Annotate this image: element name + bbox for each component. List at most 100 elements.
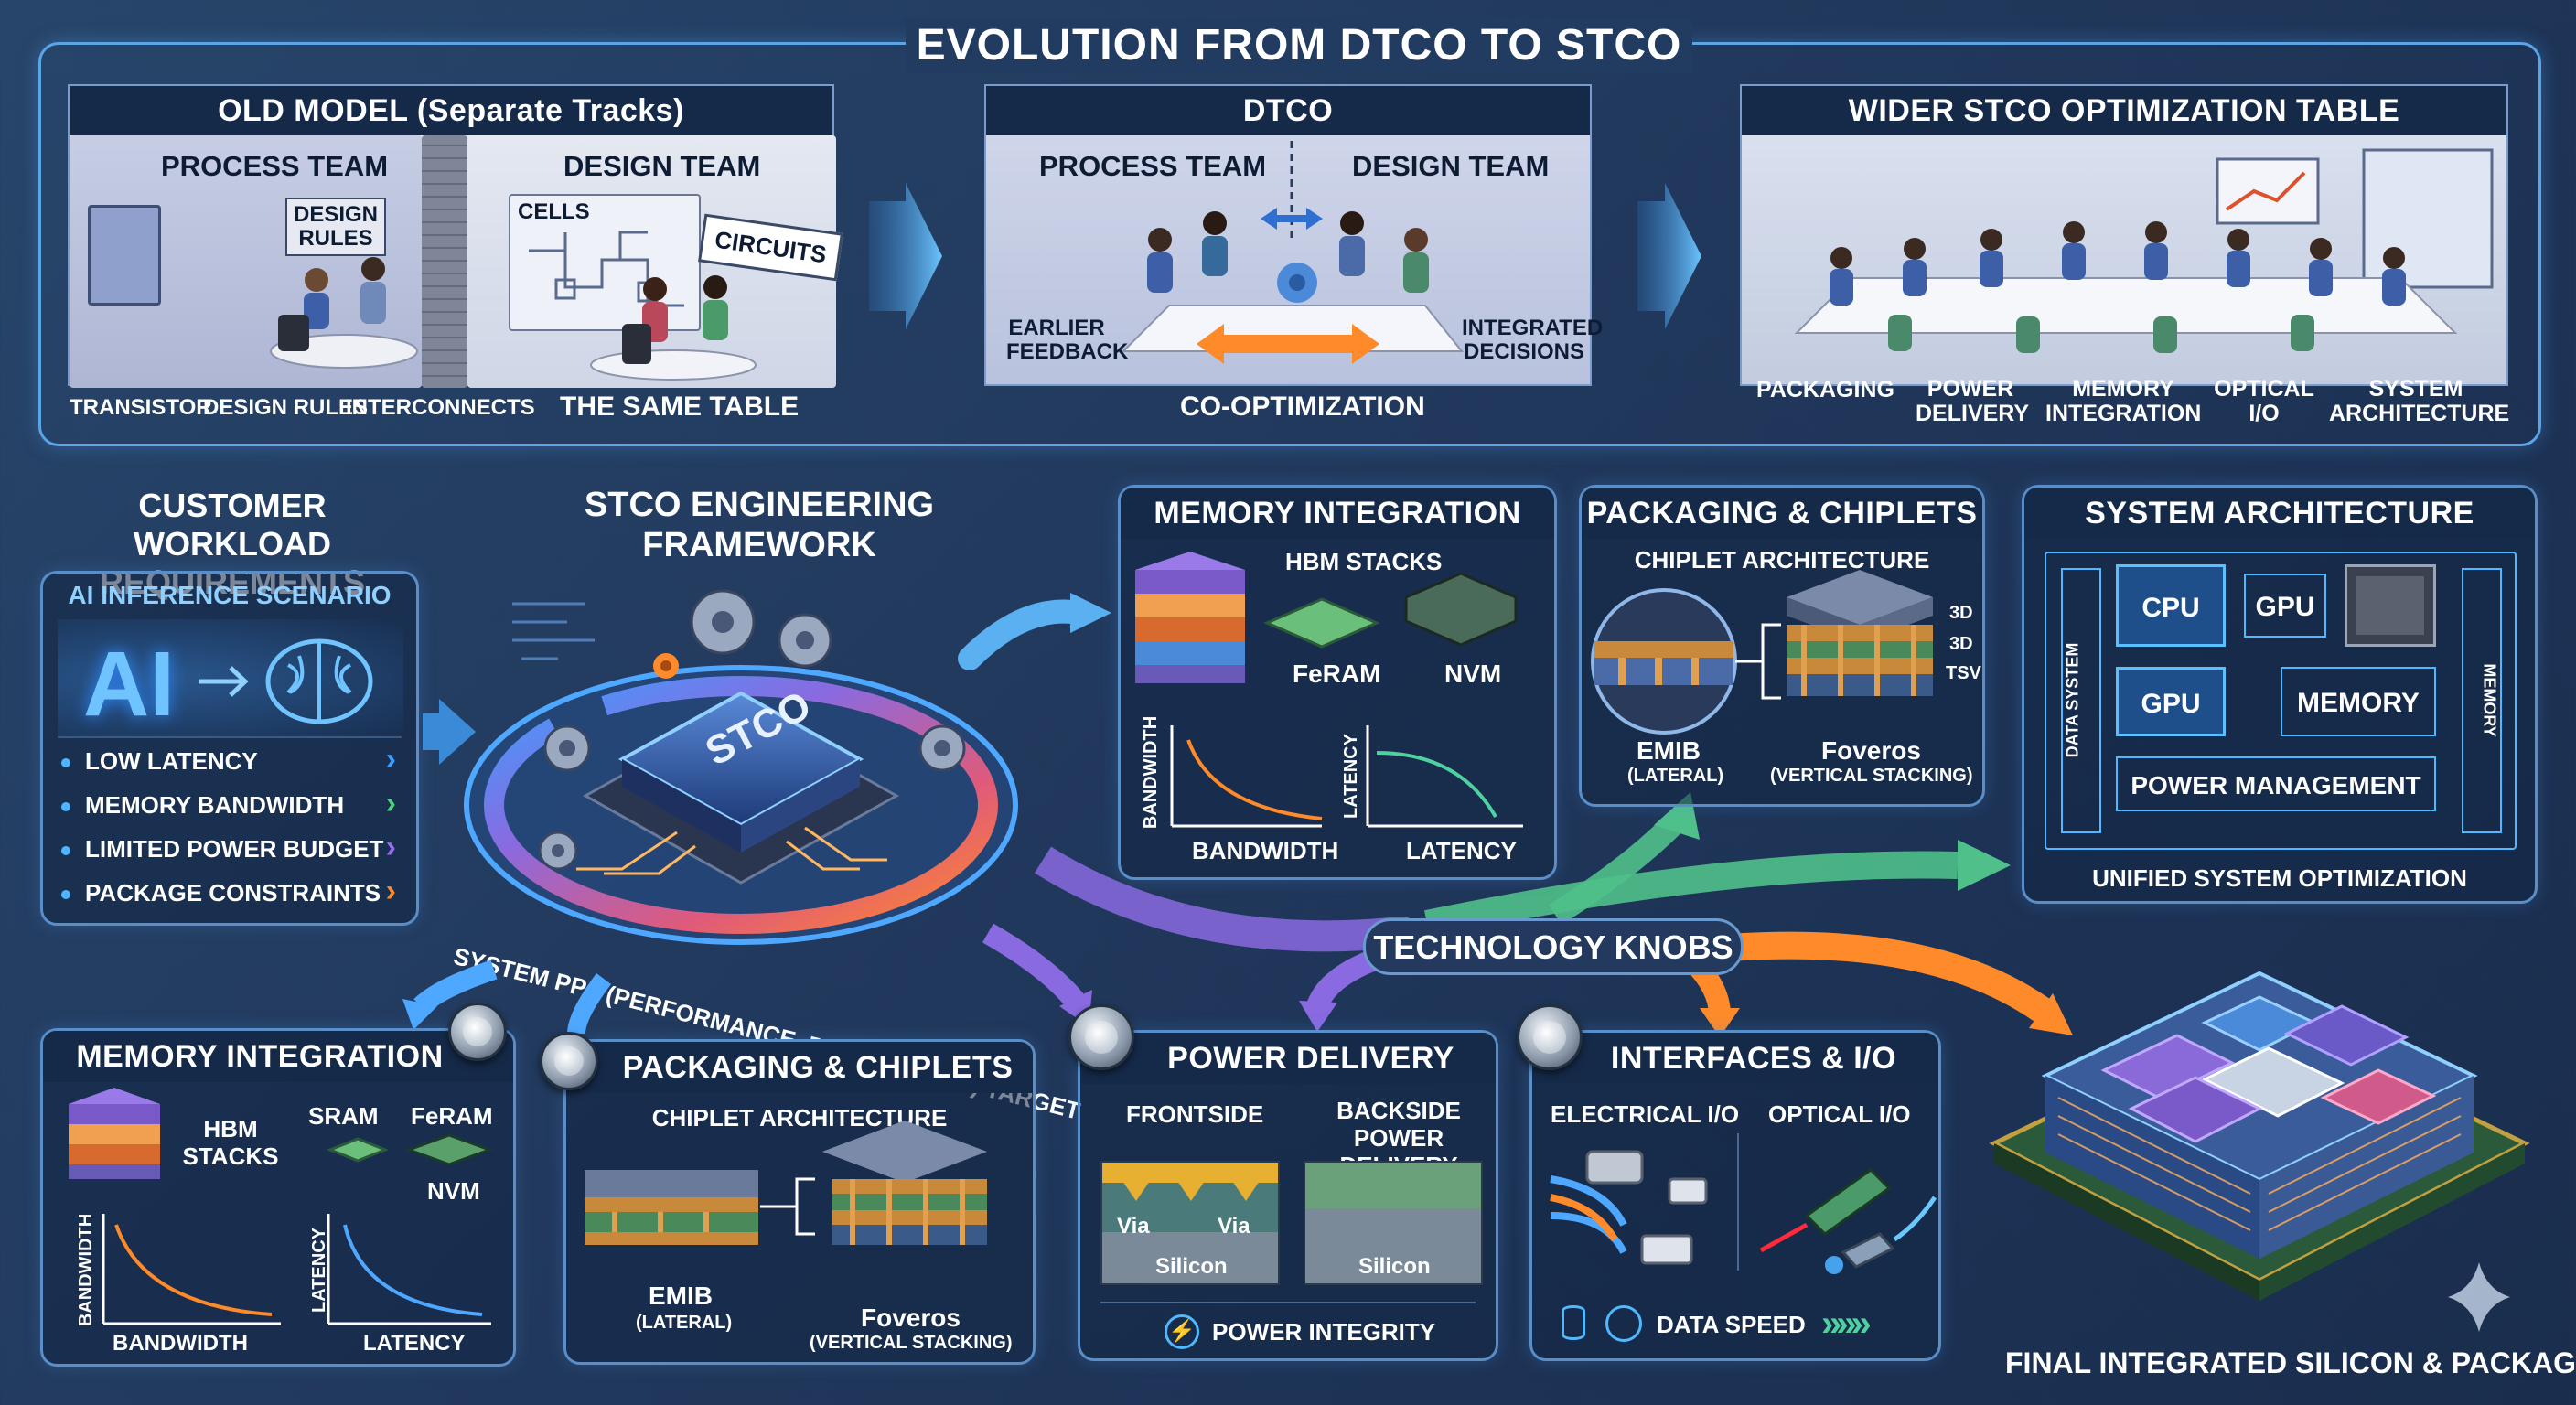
req-low-latency: LOW LATENCY [61,747,258,776]
team-figures [270,257,757,381]
pkg-bottom-foveros-sub: (VERTICAL STACKING) [810,1333,1013,1353]
system-arch-title: SYSTEM ARCHITECTURE [2024,488,2535,539]
unified-optimization: UNIFIED SYSTEM OPTIMIZATION [2092,864,2467,892]
foveros-stack-icon [822,1121,987,1245]
mem-bottom-nvm: NVM [427,1177,480,1205]
brain-icon [199,638,373,724]
dtco-table-scene [1121,141,1465,364]
page-title: EVOLUTION FROM DTCO TO STCO [906,18,1692,73]
frontside-label: FRONTSIDE [1126,1100,1264,1128]
cells-board [509,194,701,331]
packaging-bottom-title: PACKAGING & CHIPLETS [566,1042,1033,1093]
arrow-purple-flow [1034,846,1409,952]
stco-table-panel: WIDER STCO OPTIMIZATION TABLE [1740,84,2508,386]
mem-bottom-hbm: HBM STACKS [182,1115,279,1170]
via-label-1: Via [1117,1214,1150,1239]
mem-bottom-feram: FeRAM [411,1102,493,1130]
packaging-top-title: PACKAGING & CHIPLETS [1582,488,1982,539]
pkg-top-emib-sub: (LATERAL) [1627,766,1724,786]
speed-gauge-icon [1605,1305,1642,1342]
design-rules-sign: DESIGN RULES [285,198,386,256]
stco-label-power: POWER DELIVERY [1916,376,2030,426]
speed-chevrons-icon: »»» [1821,1303,1872,1344]
stco-table-title: WIDER STCO OPTIMIZATION TABLE [1742,86,2506,135]
cpu-block[interactable]: CPU [2116,564,2226,647]
arrow-to-packaging-bottom [567,973,612,1035]
nvm-chip-icon [1404,572,1518,647]
interfaces-graphics [1550,1150,1937,1274]
foveros-stack-icon [1787,570,1933,696]
system-arch-frame [2045,552,2517,850]
co-optimization-arrow-icon [1197,324,1379,364]
memory-top-panel: MEMORY INTEGRATION HBM STACKS FeRAM NVM … [1118,485,1557,880]
pkg-top-emib: EMIB [1637,736,1701,765]
pkg-top-side-3d-2: 3D [1949,634,1973,654]
stco-table-scene [1794,148,2494,353]
packaging-knob-icon[interactable] [540,1032,598,1090]
optical-io: OPTICAL I/O [1768,1100,1911,1128]
power-integrity: POWER INTEGRITY [1212,1318,1436,1346]
feram-chip-icon [404,1133,494,1166]
dtco-panel: DTCO PROCESS TEAM DESIGN TEAM EARLIER FE… [984,84,1604,386]
arrow-dtco-to-stco [1637,183,1701,329]
electrical-io: ELECTRICAL I/O [1551,1100,1740,1128]
memory-knob-icon[interactable] [448,1003,507,1061]
chevron-right-icon: › [385,742,396,777]
dtco-process-team: PROCESS TEAM [1039,150,1267,182]
arrow-green-to-packaging [1549,814,1683,926]
memory-bottom-graphics [69,1088,494,1325]
data-speed: DATA SPEED [1657,1311,1806,1338]
gpu-top-block[interactable]: GPU [2244,574,2326,638]
power-delivery-title: POWER DELIVERY [1080,1033,1496,1084]
old-process-team: PROCESS TEAM [161,150,389,182]
nvm-label: NVM [1444,660,1502,688]
old-model-panel: OLD MODEL (Separate Tracks) PROCESS TEAM… [68,84,843,388]
old-label-design-rules: DESIGN RULES [203,395,369,420]
interfaces-title: INTERFACES & I/O [1532,1033,1938,1084]
feram-label: FeRAM [1293,660,1381,688]
pkg-bottom-emib-sub: (LATERAL) [636,1313,733,1333]
optical-transceiver-icon [1759,1168,1937,1274]
pkg-bottom-emib: EMIB [649,1282,713,1310]
gpu-block[interactable]: GPU [2116,667,2226,736]
interfaces-knob-icon[interactable] [1517,1004,1583,1070]
req-package-constraints: PACKAGE CONSTRAINTS [61,879,381,907]
arrow-to-memory-top [958,599,1091,670]
arrow-customer-to-framework [423,699,476,765]
packaging-top-subtitle: CHIPLET ARCHITECTURE [1634,546,1930,574]
power-management-block[interactable]: POWER MANAGEMENT [2116,756,2436,811]
packaging-bottom-panel: PACKAGING & CHIPLETS CHIPLET ARCHITECTUR… [564,1039,1036,1365]
stco-label-optical: OPTICAL I/O [2214,376,2314,426]
arrow-green-to-system [1423,851,1959,938]
electrical-cable-icon [1550,1150,1708,1265]
integrated-decisions: INTEGRATED DECISIONS [1462,316,1604,364]
chevron-right-icon: › [385,830,396,864]
req-memory-bandwidth: MEMORY BANDWIDTH [61,791,344,820]
left-bus [2061,568,2101,833]
pkg-bottom-foveros: Foveros [861,1303,961,1332]
interfaces-panel: INTERFACES & I/O ELECTRICAL I/O OPTICAL … [1530,1030,1941,1361]
silicon-label-2: Silicon [1358,1254,1431,1279]
separating-wall [422,135,467,388]
stco-label-packaging: PACKAGING [1756,377,1894,402]
framework-title: STCO ENGINEERING FRAMEWORK [584,486,935,564]
power-knob-icon[interactable] [1068,1004,1134,1070]
stco-label-memory: MEMORY INTEGRATION [2045,376,2202,426]
pkg-top-foveros: Foveros [1821,736,1921,765]
req-power-budget: LIMITED POWER BUDGET [61,835,383,863]
mem-bottom-sram: SRAM [308,1102,379,1130]
arrow-purple-to-power [1306,949,1377,1011]
memory-block[interactable]: MEMORY [2281,667,2436,736]
old-design-team: DESIGN TEAM [564,150,761,182]
chevron-right-icon: › [385,874,396,908]
stco-label-system: SYSTEM ARCHITECTURE [2329,376,2510,426]
dtco-title: DTCO [986,86,1590,135]
processor-chip-icon [2345,564,2436,647]
customer-panel: AI INFERENCE SCENARIO AI LOW LATENCY › M… [40,571,419,926]
pkg-top-side-3d-1: 3D [1949,603,1973,623]
backside-diagram [1304,1161,1483,1285]
